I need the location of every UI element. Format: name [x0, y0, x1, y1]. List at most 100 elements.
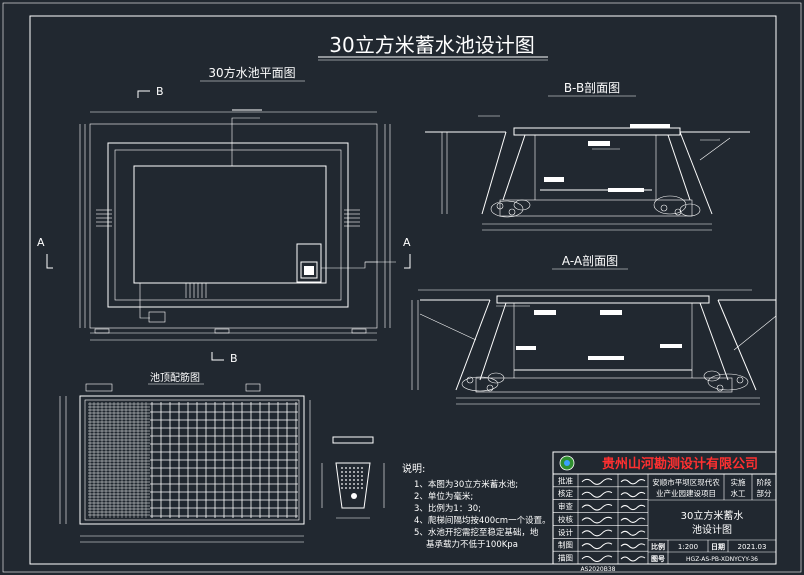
company-name: 贵州山河勘测设计有限公司	[602, 456, 758, 472]
aggregate-dot	[341, 467, 343, 469]
aggregate-dot	[349, 467, 351, 469]
aggregate-dot	[357, 471, 359, 473]
aggregate-dot	[357, 475, 359, 477]
aggregate-dot	[361, 479, 363, 481]
section-bb-title: B-B剖面图	[564, 81, 620, 95]
signature-mark	[581, 555, 613, 563]
plan-pool-bottom	[133, 165, 327, 284]
aggregate-dot	[345, 487, 347, 489]
cover-rebar-plan: 池顶配筋图	[59, 371, 311, 543]
drawing-name-line-2: 池设计图	[692, 523, 732, 536]
section-mark-a-left: A	[37, 236, 45, 249]
spec-value: 部分	[757, 488, 772, 498]
aggregate-dot	[345, 475, 347, 477]
signature-mark	[620, 543, 646, 549]
aggregate-dot	[353, 471, 355, 473]
signature-mark	[581, 542, 613, 550]
aggregate-dot	[345, 483, 347, 485]
bb-cover-slab	[513, 127, 681, 136]
plan-wall-inner	[114, 149, 342, 301]
note-item-5: 5、水池开挖需挖至稳定基础，地	[414, 527, 539, 538]
aggregate-dot	[361, 467, 363, 469]
role-label: 制图	[558, 540, 573, 550]
drawing-name-line-1: 30立方米蓄水	[681, 509, 744, 522]
inner-frame	[29, 15, 777, 565]
section-mark-a-right: A	[403, 236, 411, 249]
plan-outer-wall	[89, 123, 378, 329]
aa-rubble	[461, 370, 749, 392]
signature-mark	[620, 556, 646, 562]
cover-title: 池顶配筋图	[150, 371, 200, 384]
plan-steps-bottom	[185, 283, 207, 298]
aggregate-dot	[341, 479, 343, 481]
signature-mark	[620, 479, 646, 485]
drawing-title: 30立方米蓄水池设计图	[329, 33, 534, 57]
aggregate-dot	[349, 475, 351, 477]
aggregate-dot	[353, 479, 355, 481]
plan-steps-left	[96, 209, 112, 227]
stage-value: 阶段	[757, 477, 772, 487]
note-item-2: 2、单位为毫米;	[414, 491, 473, 502]
signature-mark	[620, 491, 646, 498]
note-item-1: 1、本图为30立方米蓄水池;	[414, 479, 518, 490]
aa-cover-slab	[496, 295, 710, 304]
date-label: 日期	[711, 542, 725, 551]
aggregate-dot	[353, 475, 355, 477]
aggregate-dot	[349, 487, 351, 489]
spec-label: 水工	[731, 488, 746, 498]
aggregate-dot	[349, 479, 351, 481]
plan-view: 30方水池平面图	[37, 65, 411, 365]
stage-label: 实施	[731, 477, 746, 487]
plan-steps-right	[344, 209, 360, 227]
aggregate-dot	[345, 471, 347, 473]
valve-box	[296, 243, 322, 283]
aggregate-dot	[361, 471, 363, 473]
aggregate-dot	[341, 487, 343, 489]
section-mark-b-bottom: B	[230, 352, 238, 365]
aggregate-dot	[361, 487, 363, 489]
sheet-label: 图号	[651, 554, 665, 563]
signature-mark	[620, 517, 646, 523]
aggregate-dot	[341, 471, 343, 473]
signature-mark	[581, 491, 613, 498]
aggregate-dot	[357, 479, 359, 481]
project-line-2: 业产业园建设项目	[656, 488, 716, 498]
rebar-dense-grid	[88, 402, 150, 518]
role-label: 批准	[558, 475, 573, 485]
signature-mark	[581, 478, 613, 485]
section-aa: A-A剖面图	[411, 254, 777, 405]
aggregate-dot	[341, 483, 343, 485]
date-value: 2021.03	[738, 543, 767, 551]
role-label: 设计	[558, 527, 573, 537]
notes: 说明: 1、本图为30立方米蓄水池; 2、单位为毫米; 3、比例为1：30; 4…	[402, 462, 551, 550]
aggregate-dot	[353, 467, 355, 469]
aggregate-dot	[361, 475, 363, 477]
project-number: AS2020B38	[581, 566, 616, 573]
scale-label: 比例	[651, 542, 665, 551]
section-bb: B-B剖面图	[425, 81, 750, 231]
signature-mark	[620, 530, 646, 536]
section-mark-b-top: B	[156, 85, 164, 98]
project-line-1: 安顺市平坝区现代农	[652, 477, 720, 487]
role-label: 描图	[558, 553, 573, 563]
aggregate-dot	[353, 483, 355, 485]
aggregate-dot	[345, 467, 347, 469]
plan-wall-outer	[107, 142, 349, 308]
aggregate-dot	[345, 479, 347, 481]
aggregate-dot	[349, 471, 351, 473]
aggregate-dot	[353, 487, 355, 489]
signature-mark	[620, 504, 646, 511]
signature-mark	[581, 516, 613, 524]
aggregate-dot	[357, 467, 359, 469]
scale-value: 1:200	[678, 543, 698, 551]
sheet-value: HGZ-AS-PB-XDNYCYY-36	[686, 556, 758, 563]
manhole-detail	[321, 436, 385, 519]
signature-mark	[581, 503, 613, 511]
note-item-3: 3、比例为1：30;	[414, 503, 481, 514]
aggregate-dot	[341, 475, 343, 477]
aggregate-dot	[357, 487, 359, 489]
role-label: 校核	[558, 514, 573, 524]
